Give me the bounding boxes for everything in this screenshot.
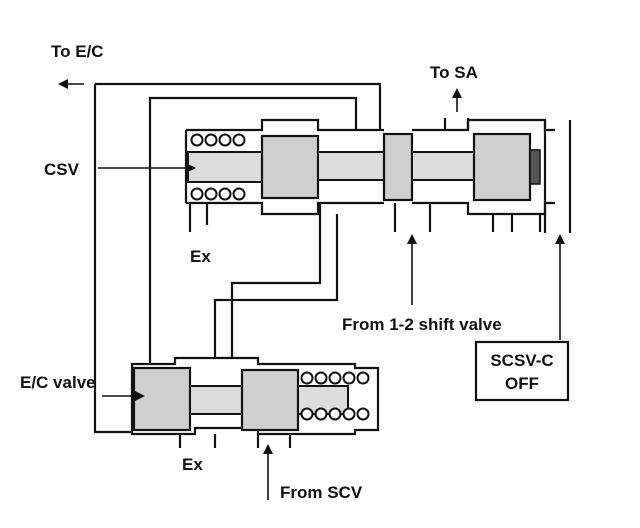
label-ex-bottom: Ex <box>182 455 203 474</box>
csv-spring <box>190 133 246 201</box>
label-ex-top: Ex <box>190 247 211 266</box>
label-from-scv: From SCV <box>280 483 363 502</box>
ec-valve-ports <box>178 434 292 448</box>
arrow-from-scv <box>263 444 273 500</box>
label-to-sa: To SA <box>430 63 478 82</box>
ec-valve-spring <box>300 371 370 421</box>
label-csv: CSV <box>44 160 80 179</box>
arrow-to-sa <box>452 88 462 112</box>
arrow-ec-valve <box>102 391 145 401</box>
label-ec-valve: E/C valve <box>20 373 96 392</box>
label-scsv-line2: OFF <box>505 374 539 393</box>
arrow-from-12-shift <box>407 234 417 305</box>
label-to-ec: To E/C <box>51 42 104 61</box>
csv-spool <box>187 132 541 202</box>
hydraulic-lines <box>93 82 470 434</box>
csv-ports <box>188 203 542 232</box>
arrow-from-scsv <box>555 234 565 340</box>
arrow-csv <box>98 163 196 173</box>
arrow-to-ec <box>58 79 84 89</box>
label-scsv-line1: SCSV-C <box>490 351 553 370</box>
scsv-c-box <box>474 340 570 402</box>
label-from-12-shift: From 1-2 shift valve <box>342 315 502 334</box>
ec-valve-body <box>130 356 380 436</box>
